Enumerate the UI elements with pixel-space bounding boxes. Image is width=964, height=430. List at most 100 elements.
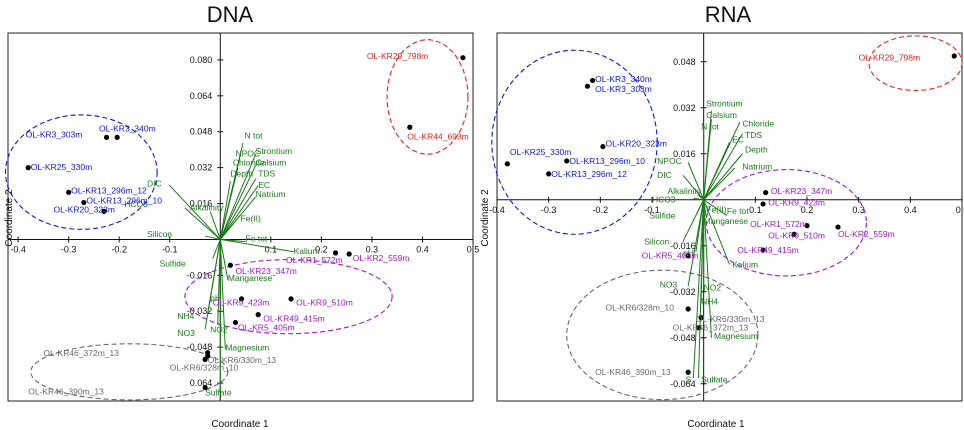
rna-vector-label: DIC (657, 170, 672, 180)
dna-sample-label: OL-KR1_572m (286, 255, 343, 265)
dna-vector-label: Chloride (233, 157, 265, 167)
rna-vector-label: NO3 (660, 279, 678, 289)
dna-sample-point (407, 124, 413, 130)
dna-vector-label: Strontium (256, 146, 292, 156)
dna-sample-point (25, 165, 31, 171)
dna-sample-label: OL-KR3_340m (99, 124, 156, 134)
rna-sample-label: OL-KR29_798m (859, 52, 920, 62)
dna-sample-label: OL-KR9_423m (213, 298, 270, 308)
dna-vector-label: Fe(II) (241, 213, 261, 223)
rna-vector-label: HCO3 (652, 195, 676, 205)
dna-vector-line (219, 181, 231, 240)
dna-vector-line (219, 178, 257, 240)
rna-sample-label: OL-KR49_415m (737, 245, 798, 255)
rna-sample-point (763, 189, 769, 196)
rna-vector-line (682, 174, 705, 201)
rna-sample-label: OL-KR23_347m (771, 186, 832, 196)
dna-group2-ellipse (386, 39, 469, 155)
rna-y-tick-label: -0.048 (670, 333, 696, 343)
rna-vector-label: Kalium (732, 259, 758, 269)
dna-vector-label: pH (210, 293, 221, 303)
rna-vector-line (693, 197, 704, 201)
dna-sample-point (238, 296, 245, 302)
dna-sample-label: OL-KR20_323m (53, 205, 114, 215)
dna-y-tick-label: 0.064 (190, 91, 213, 101)
rna-vector-label: Silicon (644, 236, 669, 246)
dna-sample-label: OL-KR9_510m (296, 298, 353, 308)
dna-vector-label: NH4 (177, 311, 194, 321)
dna-x-tick-label: 0.1 (265, 244, 278, 254)
dna-plot-frame (7, 32, 474, 402)
rna-x-tick-label: -0.2 (593, 205, 609, 215)
dna-x-tick-label: -0.4 (10, 244, 26, 254)
dna-sample-label: OL-KR23_347m (235, 266, 296, 276)
dna-x-axis-label: Coordinate 1 (211, 419, 269, 430)
dna-vector-line (219, 239, 226, 350)
dna-x-tick-label: 0.5 (467, 244, 480, 254)
rna-x-tick-label: 0.3 (852, 205, 865, 215)
rna-vector-line (703, 153, 743, 201)
dna-y-axis-label: Coordinate 2 (4, 189, 15, 247)
dna-y-tick-label: 0.016 (190, 199, 213, 209)
dna-sample-label: OL-KR6/330m_13 (208, 355, 277, 365)
rna-vector-label: Fe(II) (706, 205, 726, 215)
rna-vector-line (703, 119, 712, 200)
dna-title: DNA (207, 2, 254, 27)
rna-vector-label: NO2 (704, 282, 722, 292)
rna-vector-line (703, 199, 728, 216)
dna-vector-label: Alkalinity (190, 202, 224, 212)
rna-sample-label: OL-KR3_303m (595, 84, 652, 94)
dna-x-tick-label: 0.4 (416, 244, 429, 254)
rna-vector-line (703, 199, 730, 265)
rna-group2-ellipse (868, 35, 963, 92)
rna-vector-label: Sulfide (649, 210, 675, 220)
dna-sample-label: OL-KR2_559m (353, 253, 410, 263)
dna-vector-line (169, 185, 221, 240)
dna-y-tick-label: -0.032 (187, 306, 213, 316)
dna-vector-line (219, 153, 257, 240)
rna-x-tick-label: 0.4 (904, 205, 917, 215)
dna-vector-line (204, 239, 221, 330)
rna-vector-label: Natrium (742, 162, 772, 172)
rna-x-tick-label: -0.1 (644, 205, 660, 215)
dna-x-tick-label: -0.1 (162, 244, 178, 254)
dna-vector-label: Manganese (228, 273, 273, 283)
dna-sample-label: OL-KR3_303m (26, 129, 83, 139)
dna-y-tick-label: 0.048 (190, 127, 213, 137)
rna-vector-line (692, 199, 705, 379)
rna-sample-point (685, 253, 691, 259)
dna-sample-point (332, 250, 339, 256)
dna-x-tick-label: 0.2 (315, 244, 328, 254)
rna-sample-label: OL-KR46_372m_13 (673, 323, 749, 333)
dna-vector-label: Magnesium (225, 343, 269, 353)
dna-sample-point (103, 134, 110, 140)
rna-y-tick-label: 0.032 (673, 103, 696, 113)
rna-vector-line (687, 162, 705, 200)
rna-sample-label: OL-KR9_510m (768, 231, 825, 241)
rna-y-tick-label: -0.016 (670, 241, 696, 251)
dna-vector-line (219, 165, 257, 240)
rna-x-tick-label: 0.5 (956, 205, 964, 215)
dna-vector-line (219, 185, 259, 240)
rna-group1-ellipse (491, 49, 658, 235)
dna-y-tick-label: 0.032 (190, 163, 213, 173)
rna-x-tick-label: 0.1 (749, 205, 762, 215)
rna-vector-line (703, 199, 712, 338)
dna-x-tick-label: -0.2 (111, 244, 127, 254)
rna-x-tick-label: 0.2 (801, 205, 814, 215)
dna-vector-label: TDS (258, 169, 275, 179)
dna-y-tick-label: -0.048 (187, 342, 213, 352)
dna-group1-ellipse (4, 114, 158, 230)
dna-sample-point (460, 55, 466, 61)
rna-sample-point (589, 77, 596, 84)
rna-vector-label: Magnesium (714, 331, 758, 341)
rna-sample-label: OL-KR13_296m_10 (569, 156, 645, 166)
dna-vector-label: Natrium (256, 189, 286, 199)
rna-vector-label: Manganese (704, 216, 749, 226)
dna-vector-line (212, 239, 221, 259)
dna-vector-label: Sulfate (205, 387, 232, 397)
rna-vector-line (698, 199, 705, 379)
rna-panel: RNA -0.4-0.3-0.2-0.10.10.20.30.40.5-0.06… (480, 2, 964, 430)
rna-sample-label: OL-KR46_390m_13 (595, 367, 671, 377)
rna-vector-label: N tot (701, 121, 720, 131)
